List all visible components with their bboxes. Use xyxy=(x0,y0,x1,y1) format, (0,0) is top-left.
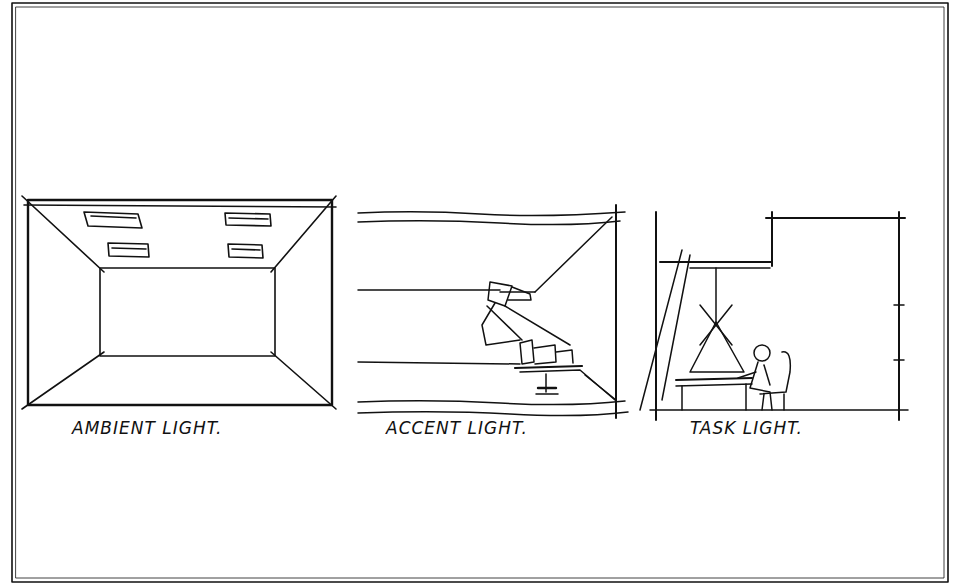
panel-caption: ACCENT LIGHT. xyxy=(386,418,528,438)
page-frame-inner xyxy=(16,7,944,578)
page-frame xyxy=(12,3,948,582)
panel-caption: TASK LIGHT. xyxy=(690,418,803,438)
panel-caption: AMBIENT LIGHT. xyxy=(72,418,222,438)
accent-display-sketch xyxy=(358,205,628,418)
task-desk-sketch xyxy=(640,212,908,420)
ambient-room-sketch xyxy=(22,196,336,409)
